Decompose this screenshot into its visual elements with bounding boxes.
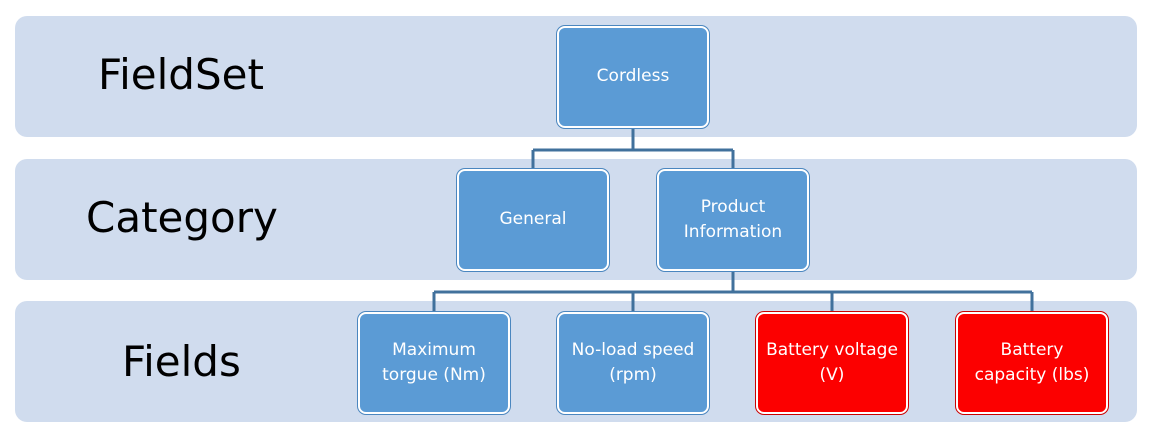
node-product-information[interactable]: Product Information [657, 169, 809, 271]
node-general-label: General [499, 209, 567, 230]
node-maximum-torque[interactable]: Maximum torgue (Nm) [358, 312, 510, 414]
node-cordless[interactable]: Cordless [557, 26, 709, 128]
node-no-load-speed-label: No-load speed (rpm) [571, 339, 695, 386]
node-battery-capacity-label: Battery capacity (lbs) [974, 339, 1090, 386]
category-level-label: Category [86, 193, 278, 242]
node-product-information-label: Product Information [683, 196, 783, 243]
node-general[interactable]: General [457, 169, 609, 271]
node-battery-voltage[interactable]: Battery voltage (V) [756, 312, 908, 414]
fields-level-label: Fields [122, 337, 241, 386]
node-maximum-torque-label: Maximum torgue (Nm) [382, 339, 486, 386]
fieldset-level-label: FieldSet [98, 50, 264, 99]
node-no-load-speed[interactable]: No-load speed (rpm) [557, 312, 709, 414]
node-cordless-label: Cordless [596, 66, 670, 87]
node-battery-capacity[interactable]: Battery capacity (lbs) [956, 312, 1108, 414]
node-battery-voltage-label: Battery voltage (V) [766, 339, 898, 386]
